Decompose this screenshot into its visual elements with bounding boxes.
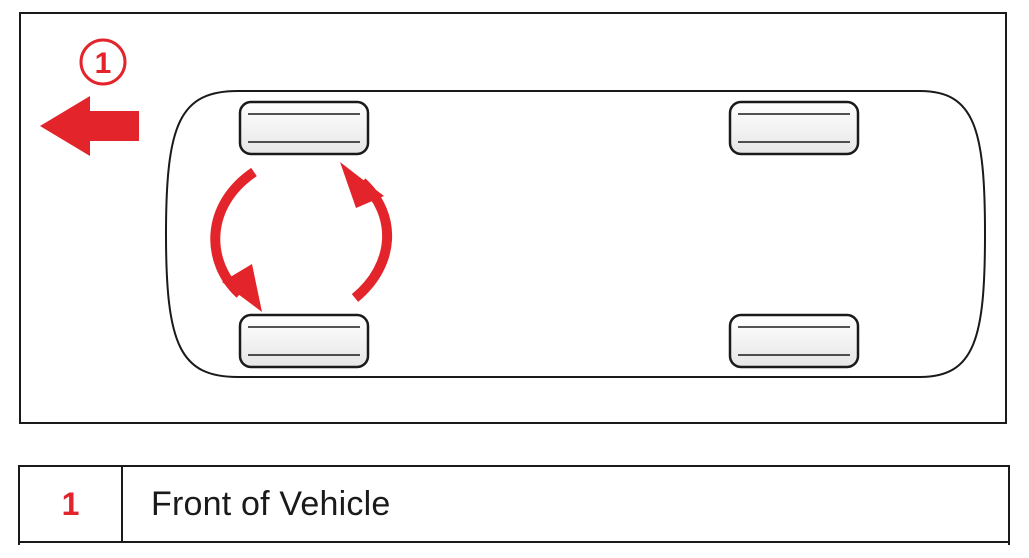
legend-number: 1 bbox=[20, 467, 123, 541]
tire-rear-left bbox=[728, 100, 860, 156]
callout-marker: 1 bbox=[79, 38, 127, 86]
legend-label: Front of Vehicle bbox=[151, 484, 391, 523]
tire-rotation-diagram: 1 bbox=[19, 12, 1007, 424]
legend-table: 1 Front of Vehicle bbox=[18, 465, 1010, 545]
rotation-arrow-icon bbox=[340, 162, 393, 302]
vehicle-body-outline bbox=[164, 90, 987, 378]
diagram-canvas: 1 bbox=[19, 12, 1007, 424]
callout-number: 1 bbox=[95, 47, 112, 80]
tire-front-left bbox=[238, 100, 370, 156]
diagram-border bbox=[19, 12, 1007, 424]
legend-row: 1 Front of Vehicle bbox=[20, 467, 1008, 543]
rotation-arrow-icon bbox=[210, 167, 262, 312]
front-direction-arrow-icon bbox=[40, 96, 139, 156]
tire-front-right bbox=[238, 313, 370, 369]
tire-rear-right bbox=[728, 313, 860, 369]
